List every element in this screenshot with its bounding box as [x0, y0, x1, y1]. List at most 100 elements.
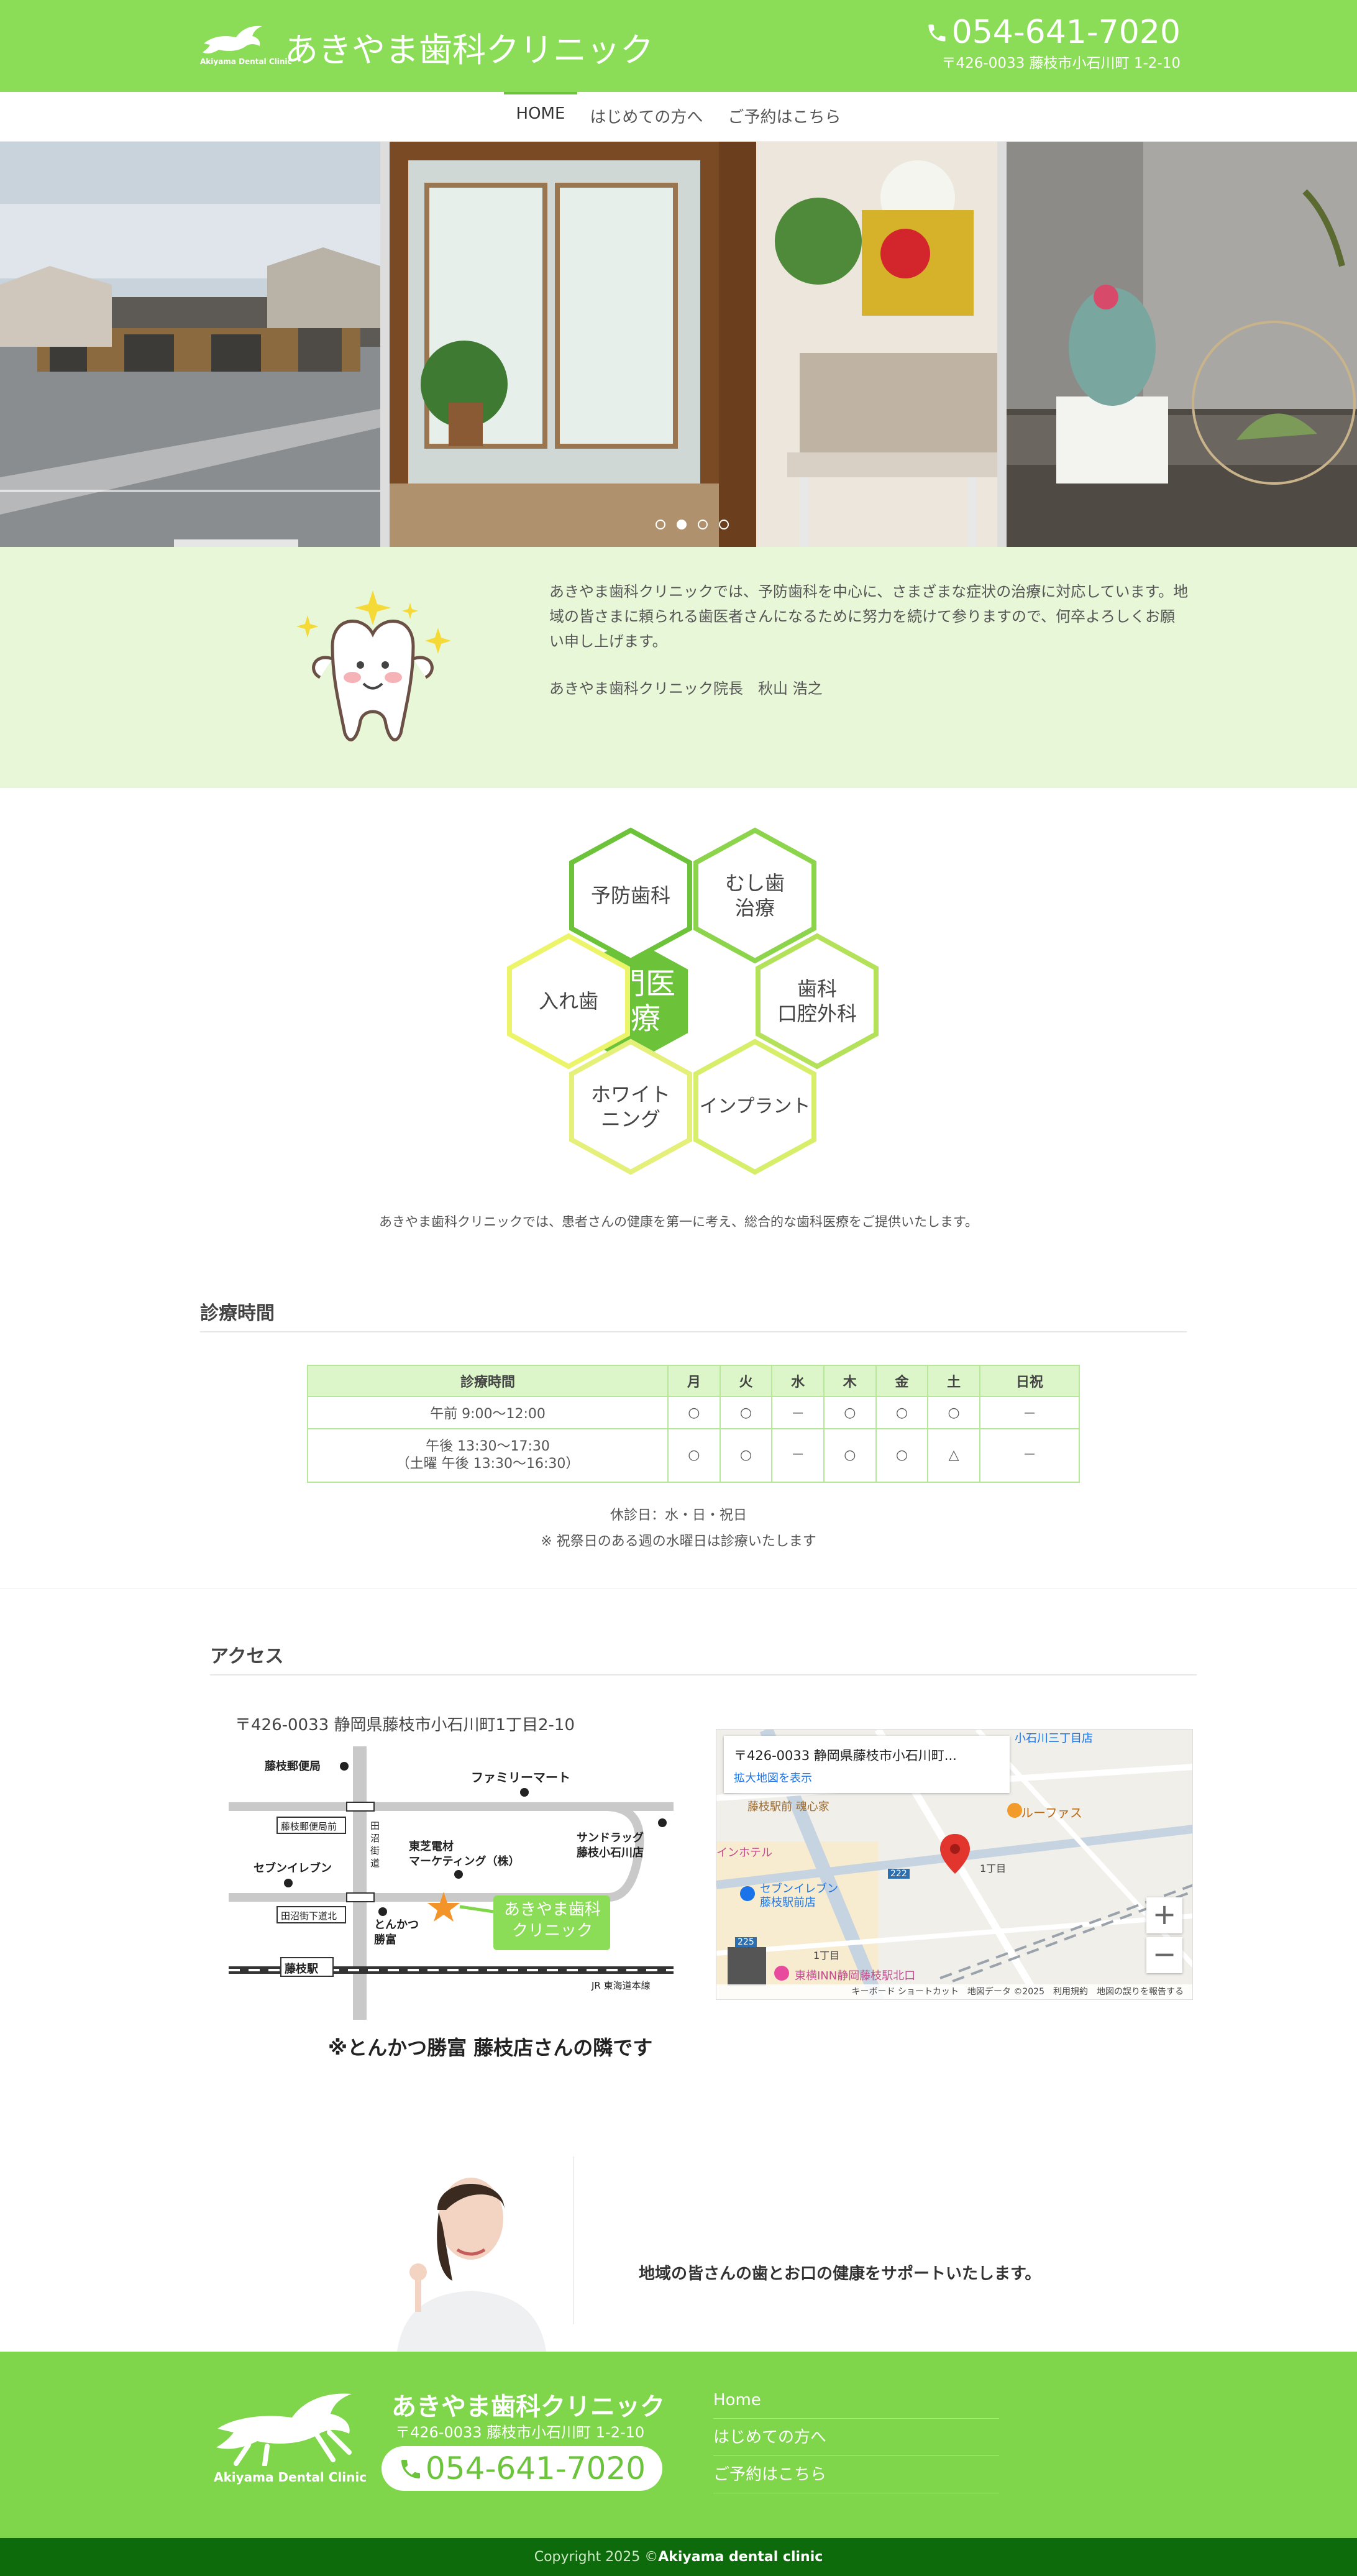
- slider-dot-1[interactable]: [656, 520, 665, 529]
- footer-phone-button[interactable]: 054-641-7020: [382, 2446, 662, 2491]
- hours-cell: －: [771, 1428, 825, 1483]
- hand-drawn-map: 藤枝郵便局 ファミリーマート 藤枝郵便局前 東芝電材 マーケティング（株） サン…: [222, 1740, 676, 2063]
- map-label-family-mart: ファミリーマート: [471, 1770, 570, 1785]
- staff-photo: [378, 2150, 564, 2355]
- map-label-jr: JR 東海道本線: [592, 1980, 651, 1991]
- slider-dot-4[interactable]: [719, 520, 729, 529]
- hours-cell: △: [927, 1428, 980, 1483]
- support-message: 地域の皆さんの歯とお口の健康をサポートいたします。: [639, 2265, 1041, 2283]
- footer-link-first-visit[interactable]: はじめての方へ: [713, 2419, 999, 2456]
- hours-cell: ○: [667, 1428, 721, 1483]
- map-place-inn: インホテル: [716, 1846, 772, 1859]
- hex-implant-label: インプラント: [699, 1096, 811, 1117]
- map-route-222: 222: [888, 1869, 910, 1879]
- hours-divider: [200, 1331, 1187, 1332]
- slider-dot-2[interactable]: [677, 520, 687, 529]
- nav-reservation[interactable]: ご予約はこちら: [728, 108, 841, 127]
- map-label-tonkatsu: とんかつ 勝富: [374, 1918, 419, 1946]
- access-address: 〒426-0033 静岡県藤枝市小石川町1丁目2-10: [235, 1716, 575, 1735]
- hours-table: 診療時間 月 火 水 木 金 土 日祝 午前 9:00～12:00 ○ ○ － …: [307, 1365, 1080, 1483]
- hours-header-fri: 金: [875, 1365, 929, 1397]
- hours-header-tue: 火: [719, 1365, 773, 1397]
- hours-cell: ○: [875, 1396, 929, 1429]
- hex-preventive[interactable]: 予防歯科: [565, 827, 696, 965]
- slide-cactus-decor: [1007, 142, 1357, 547]
- map-place-koishikawa: 小石川三丁目店: [1015, 1732, 1093, 1745]
- footer-link-home[interactable]: Home: [713, 2381, 999, 2419]
- map-enlarge-link[interactable]: 拡大地図を表示: [734, 1772, 812, 1785]
- clinic-name[interactable]: あきやま歯科クリニック: [285, 30, 654, 70]
- hours-cell: ○: [823, 1396, 877, 1429]
- horse-logo-icon[interactable]: [200, 19, 265, 68]
- nav-home[interactable]: HOME: [503, 92, 578, 142]
- footer-address: 〒426-0033 藤枝市小石川町 1-2-10: [395, 2424, 645, 2441]
- map-card-title: 〒426-0033 静岡県藤枝市小石川町...: [734, 1748, 957, 1763]
- hours-cell: ○: [927, 1396, 980, 1429]
- hex-cavity[interactable]: むし歯 治療: [690, 827, 820, 965]
- slide-clinic-exterior: [0, 142, 380, 547]
- map-label-station: 藤枝駅: [285, 1963, 318, 1976]
- hex-implant[interactable]: インプラント: [690, 1038, 820, 1176]
- hex-oral-surgery[interactable]: 歯科 口腔外科: [752, 932, 882, 1070]
- section-divider: [0, 1588, 1357, 1589]
- hours-title: 診療時間: [200, 1303, 275, 1324]
- hours-cell: ○: [719, 1428, 773, 1483]
- specialties-hex: 専門医 治療 予防歯科 むし歯 治療 歯科 口腔外科 インプラント ホワイト ニ…: [0, 808, 1357, 1193]
- slider-dot-3[interactable]: [698, 520, 708, 529]
- hours-row-morning: 午前 9:00～12:00 ○ ○ － ○ ○ ○ －: [307, 1396, 1080, 1429]
- tooth-mascot-icon: [296, 590, 451, 741]
- map-label-sundrug: サンドラッグ 藤枝小石川店: [577, 1831, 644, 1859]
- hours-cell: －: [979, 1428, 1080, 1483]
- nav-first-visit[interactable]: はじめての方へ: [590, 108, 703, 127]
- hours-cell: －: [771, 1396, 825, 1429]
- hours-header-thu: 木: [823, 1365, 877, 1397]
- hex-whitening-label: ホワイト ニング: [590, 1083, 670, 1131]
- access-divider: [210, 1674, 1197, 1675]
- hours-header-mon: 月: [667, 1365, 721, 1397]
- map-footer[interactable]: キーボード ショートカット 地図データ ©2025 利用規約 地図の誤りを報告す…: [716, 1984, 1192, 1999]
- google-map[interactable]: ルーファス 藤枝駅前 魂心家 インホテル セブンイレブン 藤枝駅前店 東横INN…: [716, 1729, 1193, 2000]
- staff-divider: [573, 2157, 574, 2324]
- lead-text: あきやま歯科クリニックでは、患者さんの健康を第一に考え、総合的な歯科医療をご提供…: [379, 1214, 978, 1229]
- copyright-name: Akiyama dental clinic: [658, 2549, 823, 2565]
- hex-denture[interactable]: 入れ歯: [503, 932, 634, 1070]
- hex-preventive-label: 予防歯科: [590, 884, 670, 907]
- footer-phone-number: 054-641-7020: [425, 2450, 646, 2487]
- hours-header-sat: 土: [927, 1365, 980, 1397]
- hours-header-sun-holiday: 日祝: [979, 1365, 1080, 1397]
- map-label-toshiba: 東芝電材 マーケティング（株）: [409, 1840, 520, 1868]
- site-header: Akiyama Dental Clinic あきやま歯科クリニック 054-64…: [0, 0, 1357, 92]
- map-label-post-office: 藤枝郵便局: [265, 1760, 321, 1773]
- map-place-seven-eleven: セブンイレブン 藤枝駅前店: [760, 1882, 838, 1909]
- hours-cell: ○: [667, 1396, 721, 1429]
- hours-cell: ○: [823, 1428, 877, 1483]
- phone-icon: [928, 24, 946, 42]
- footer-logo-subtitle: Akiyama Dental Clinic: [214, 2470, 367, 2485]
- hours-cell: 午後 13:30～17:30 （土曜 午後 13:30～16:30）: [307, 1428, 669, 1483]
- header-phone[interactable]: 054-641-7020: [926, 14, 1181, 51]
- footer-horse-logo-icon[interactable]: [211, 2385, 367, 2466]
- hours-cell: ○: [875, 1428, 929, 1483]
- map-label-tanuma-road: 田 沼 街 道: [370, 1820, 380, 1869]
- hours-header-wed: 水: [771, 1365, 825, 1397]
- map-route-225: 225: [735, 1937, 757, 1947]
- hex-oral-surgery-label: 歯科 口腔外科: [777, 977, 857, 1025]
- map-zoom-in-button[interactable]: +: [1146, 1897, 1182, 1933]
- hours-cell: 午前 9:00～12:00: [307, 1396, 669, 1429]
- hours-cell: －: [979, 1396, 1080, 1429]
- copyright-prefix: Copyright 2025 ©: [534, 2549, 659, 2565]
- header-phone-number: 054-641-7020: [951, 14, 1181, 51]
- main-nav: HOME はじめての方へ ご予約はこちら: [0, 92, 1357, 142]
- hours-row-afternoon: 午後 13:30～17:30 （土曜 午後 13:30～16:30） ○ ○ －…: [307, 1428, 1080, 1483]
- map-place-1chome-a: 1丁目: [980, 1863, 1007, 1874]
- map-label-clinic: あきやま歯科 クリニック: [503, 1900, 601, 1940]
- hex-cavity-label: むし歯 治療: [724, 871, 785, 920]
- hours-header-period: 診療時間: [307, 1365, 669, 1397]
- hours-header-row: 診療時間 月 火 水 木 金 土 日祝: [307, 1365, 1080, 1397]
- footer-link-reservation[interactable]: ご予約はこちら: [713, 2456, 999, 2493]
- hex-whitening[interactable]: ホワイト ニング: [565, 1038, 696, 1176]
- header-address: 〒426-0033 藤枝市小石川町 1-2-10: [941, 55, 1181, 71]
- director-signature: あきやま歯科クリニック院長 秋山 浩之: [549, 680, 823, 697]
- map-zoom-out-button[interactable]: −: [1146, 1937, 1182, 1973]
- hero-slider[interactable]: [0, 142, 1357, 547]
